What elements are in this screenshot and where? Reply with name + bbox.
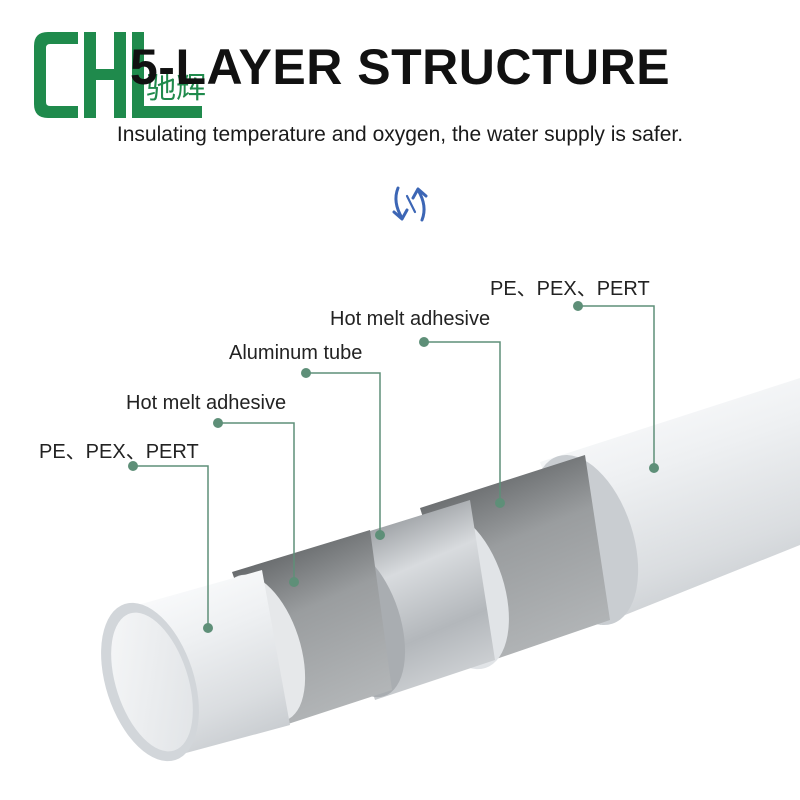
leader-line-inner-pe [133, 465, 209, 628]
label-inner-pe: PE、PEX、PERT [39, 441, 199, 463]
logo-chinese-text: 驰辉 [146, 71, 206, 106]
leader-line-aluminum [306, 372, 381, 535]
swap-arrows-icon [392, 186, 428, 222]
page-subtitle: Insulating temperature and oxygen, the w… [116, 123, 684, 146]
leader-line-inner-adhesive [218, 422, 295, 582]
page-title: 5-LAYER STRUCTURE [130, 39, 671, 95]
label-outer-pe: PE、PEX、PERT [490, 278, 650, 300]
leader-line-outer-pe [578, 305, 655, 468]
label-inner-adhesive: Hot melt adhesive [126, 392, 287, 414]
brand-logo: 驰辉 [28, 26, 208, 126]
leader-line-outer-adhesive [424, 341, 501, 503]
label-aluminum: Aluminum tube [229, 342, 363, 364]
label-outer-adhesive: Hot melt adhesive [330, 308, 491, 330]
